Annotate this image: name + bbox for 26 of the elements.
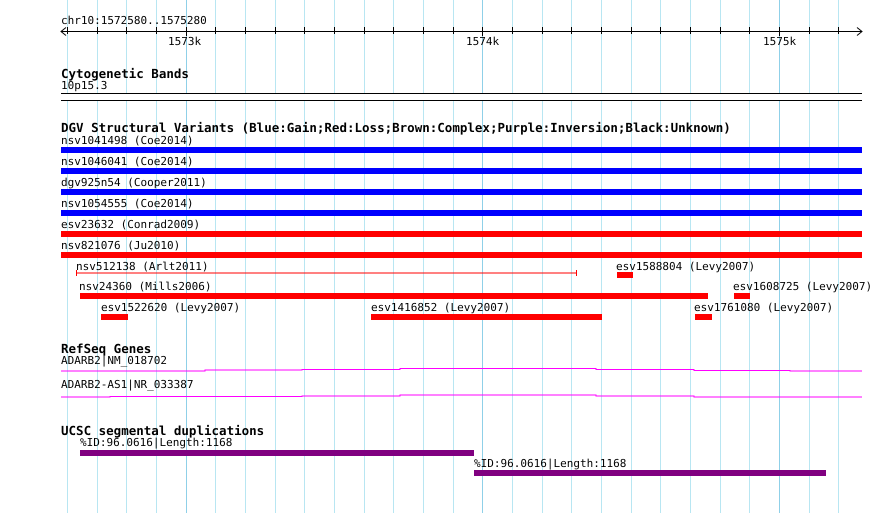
feature-label: ADARB2-AS1|NR_033387 bbox=[61, 379, 194, 391]
coordinate-range: chr10:1572580..1575280 bbox=[61, 14, 207, 28]
feature-label: nsv1054555 (Coe2014) bbox=[61, 198, 194, 210]
feature-label: esv1588804 (Levy2007) bbox=[616, 261, 756, 273]
tick-label: 1574k bbox=[466, 35, 500, 49]
feature-label: esv1761080 (Levy2007) bbox=[694, 302, 834, 314]
feature-label: ADARB2|NM_018702 bbox=[61, 355, 167, 367]
feature-label: esv1608725 (Levy2007) bbox=[733, 281, 872, 293]
track-title: RefSeq Genes bbox=[61, 342, 152, 356]
feature-label: %ID:96.0616|Length:1168 bbox=[474, 458, 626, 470]
feature-label: %ID:96.0616|Length:1168 bbox=[80, 437, 232, 449]
feature-label: dgv925n54 (Cooper2011) bbox=[61, 177, 207, 189]
tick-label: 1575k bbox=[763, 35, 796, 49]
feature-label: esv23632 (Conrad2009) bbox=[61, 219, 200, 231]
feature-label: nsv1041498 (Coe2014) bbox=[61, 135, 194, 147]
tick-label: 1573k bbox=[168, 35, 202, 49]
feature-label: nsv821076 (Ju2010) bbox=[61, 240, 180, 252]
track-title: UCSC segmental duplications bbox=[61, 424, 264, 438]
feature-label: 10p15.3 bbox=[61, 80, 108, 92]
feature-label: nsv24360 (Mills2006) bbox=[79, 281, 212, 293]
feature-label: nsv1046041 (Coe2014) bbox=[61, 156, 194, 168]
feature-label: nsv512138 (Arlt2011) bbox=[76, 261, 208, 273]
feature-label: esv1416852 (Levy2007) bbox=[371, 302, 510, 314]
track-title: Cytogenetic Bands bbox=[61, 67, 189, 81]
feature-label: esv1522620 (Levy2007) bbox=[101, 302, 240, 314]
track-title: DGV Structural Variants (Blue:Gain;Red:Loss;Brown:Complex;Purple:Inversion;Black:Unknown) bbox=[61, 121, 731, 135]
